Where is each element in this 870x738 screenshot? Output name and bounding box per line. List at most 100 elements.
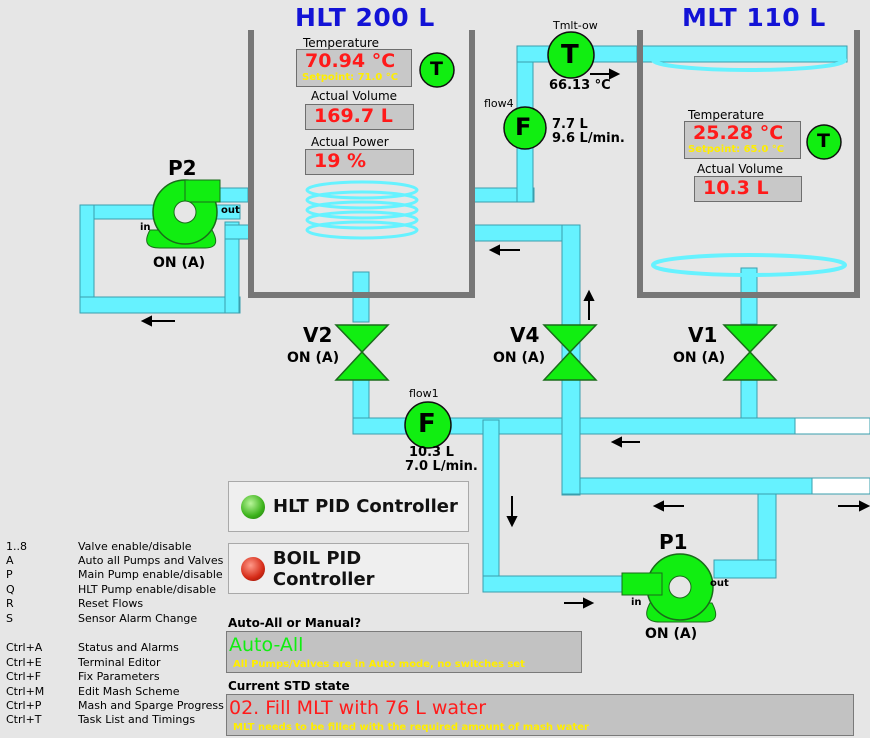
shortcut-description: Reset Flows — [78, 597, 144, 610]
hlt-pid-button[interactable]: HLT PID Controller — [228, 481, 469, 532]
shortcut-key: Ctrl+P — [6, 699, 42, 712]
pipe-segment — [224, 224, 251, 240]
valve-v4-state: ON (A) — [493, 350, 546, 366]
arrow-up-icon — [583, 289, 595, 320]
pump-p1-out: out — [710, 578, 729, 589]
hlt-tank — [248, 30, 475, 298]
boil-pid-button[interactable]: BOIL PID Controller — [228, 543, 469, 594]
hlt-power-value: 19 % — [314, 150, 367, 172]
valve-v1-name: V1 — [688, 323, 718, 347]
valve-v4-name: V4 — [510, 323, 540, 347]
pump-p2[interactable] — [146, 179, 221, 249]
arrow-left-icon — [488, 244, 520, 256]
pipe-segment — [224, 221, 240, 314]
mlt-sparge-ring — [651, 48, 847, 72]
flow4-volume: 7.7 L — [552, 117, 588, 132]
hlt-temp-symbol: T — [430, 58, 443, 80]
valve-v1-state: ON (A) — [673, 350, 726, 366]
hlt-temp-sensor-icon — [419, 52, 455, 88]
pipe-segment — [217, 187, 249, 203]
mlt-title: MLT 110 L — [682, 3, 826, 32]
pump-p1-in: in — [631, 597, 642, 608]
mlt-temp-box: 25.28 °C — [684, 121, 801, 159]
shortcut-description: Main Pump enable/disable — [78, 568, 223, 581]
tmlt-temp-sensor-icon — [547, 31, 595, 79]
valve-v1[interactable] — [722, 324, 778, 381]
tmlt-temp-symbol: T — [561, 40, 579, 70]
pump-p1[interactable] — [621, 553, 717, 623]
mlt-volume-value: 10.3 L — [703, 177, 769, 199]
shortcut-description: Task List and Timings — [78, 713, 196, 726]
boil-pid-label: BOIL PID Controller — [272, 547, 375, 590]
arrow-left-icon — [652, 500, 684, 512]
arrow-down-icon — [506, 496, 518, 528]
shortcut-description: Valve enable/disable — [78, 540, 192, 553]
pump-p1-state: ON (A) — [645, 626, 698, 642]
arrow-right-icon — [838, 500, 870, 512]
std-value: 02. Fill MLT with 76 L water — [229, 697, 487, 719]
pipe-segment — [561, 477, 813, 495]
shortcut-description: Edit Mash Scheme — [78, 685, 180, 698]
pipe-segment — [561, 379, 581, 495]
red-status-icon — [241, 556, 265, 581]
pipe-segment — [482, 419, 500, 593]
shortcut-key: Ctrl+F — [6, 670, 42, 683]
mode-note: All Pumps/Valves are in Auto mode, no sw… — [233, 659, 525, 670]
pipe-segment-white — [811, 477, 870, 495]
hlt-setpoint: Setpoint: 71.0 °C — [302, 72, 399, 83]
shortcut-key: Q — [6, 583, 15, 596]
shortcut-description: Auto all Pumps and Valves — [78, 554, 224, 567]
flow4-rate: 9.6 L/min. — [552, 131, 625, 146]
arrow-left-icon — [610, 436, 640, 448]
flow1-rate: 7.0 L/min. — [405, 459, 478, 474]
shortcut-description: Mash and Sparge Progress — [78, 699, 224, 712]
mode-box: Auto-All All Pumps/Valves are in Auto mo… — [226, 631, 582, 673]
valve-v2-name: V2 — [303, 323, 333, 347]
shortcut-key: R — [6, 597, 14, 610]
std-note: MLT needs to be filled with the required… — [233, 722, 589, 733]
hlt-volume-value: 169.7 L — [314, 105, 393, 127]
shortcut-key: Ctrl+A — [6, 641, 43, 654]
shortcut-key: A — [6, 554, 14, 567]
hlt-power-label: Actual Power — [311, 135, 389, 149]
mlt-bottom-ring — [651, 253, 847, 277]
std-box: 02. Fill MLT with 76 L water MLT needs t… — [226, 694, 854, 736]
shortcut-description: Sensor Alarm Change — [78, 612, 198, 625]
mlt-volume-box: 10.3 L — [694, 176, 802, 202]
shortcut-key: Ctrl+E — [6, 656, 42, 669]
hlt-pid-label: HLT PID Controller — [273, 496, 458, 517]
shortcut-description: HLT Pump enable/disable — [78, 583, 217, 596]
arrow-right-icon — [564, 597, 595, 609]
mlt-setpoint: Setpoint: 65.0 °C — [688, 144, 785, 155]
hlt-temp-box: 70.94 °C — [296, 49, 412, 87]
valve-v4[interactable] — [542, 324, 598, 381]
pipe-segment — [79, 296, 241, 314]
mlt-temp-sensor-icon — [806, 124, 842, 160]
pump-p2-name: P2 — [168, 156, 197, 180]
shortcut-key: S — [6, 612, 13, 625]
pipe-segment-white — [794, 417, 870, 435]
mlt-temp-label: Temperature — [688, 108, 765, 122]
mlt-tank — [637, 30, 860, 298]
hlt-title: HLT 200 L — [295, 3, 435, 32]
shortcut-key: Ctrl+M — [6, 685, 45, 698]
flow1-label: flow1 — [409, 387, 439, 400]
arrow-left-icon — [140, 315, 175, 327]
shortcut-key: P — [6, 568, 13, 581]
shortcut-key: 1..8 — [6, 540, 27, 553]
pump-p2-in: in — [140, 222, 151, 233]
hlt-volume-label: Actual Volume — [311, 89, 398, 103]
valve-v2[interactable] — [334, 324, 390, 381]
mlt-volume-label: Actual Volume — [697, 162, 784, 176]
hlt-heating-coil — [305, 180, 419, 240]
mode-value: Auto-All — [229, 634, 304, 656]
hlt-power-box: 19 % — [305, 149, 414, 175]
mode-title: Auto-All or Manual? — [228, 616, 362, 630]
pump-p2-state: ON (A) — [153, 255, 206, 271]
pipe-segment — [482, 575, 629, 593]
flow1-volume: 10.3 L — [409, 445, 454, 460]
pipe-segment — [740, 379, 758, 421]
pump-p2-out: out — [221, 205, 240, 216]
flow4-sensor-icon — [503, 106, 547, 150]
shortcut-description: Fix Parameters — [78, 670, 160, 683]
